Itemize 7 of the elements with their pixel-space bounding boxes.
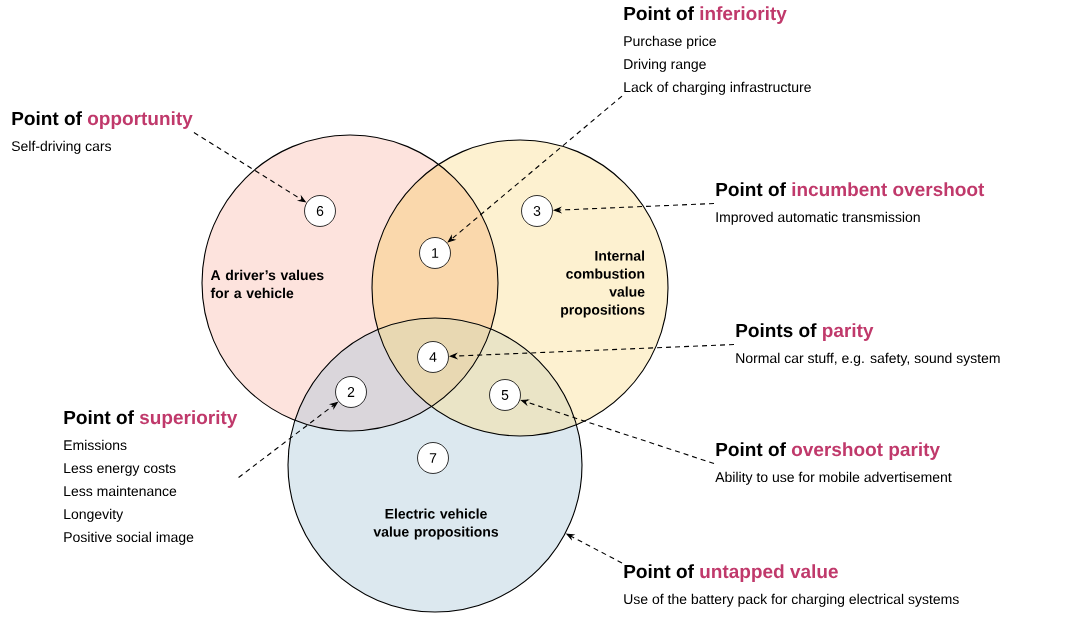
annotation-text: Point of untapped value Use of the battery pack for charging electrical systems	[624, 564, 959, 607]
annotation-text: Point of opportunity Self-driving cars	[11, 111, 193, 154]
arrow	[447, 95, 623, 243]
annotation-text: Point of incumbent overshoot Improved automatic transmission	[716, 182, 985, 225]
annotation-text: Point of overshoot parity Ability to use for mobile advertisement	[715, 442, 952, 485]
annotation-text: Point of inferiority Purchase price Driving range Lack of charging infrastructure	[624, 6, 811, 95]
annotation-text: Points of parity Normal car stuff, e.g. safety, sound system	[736, 323, 1000, 366]
